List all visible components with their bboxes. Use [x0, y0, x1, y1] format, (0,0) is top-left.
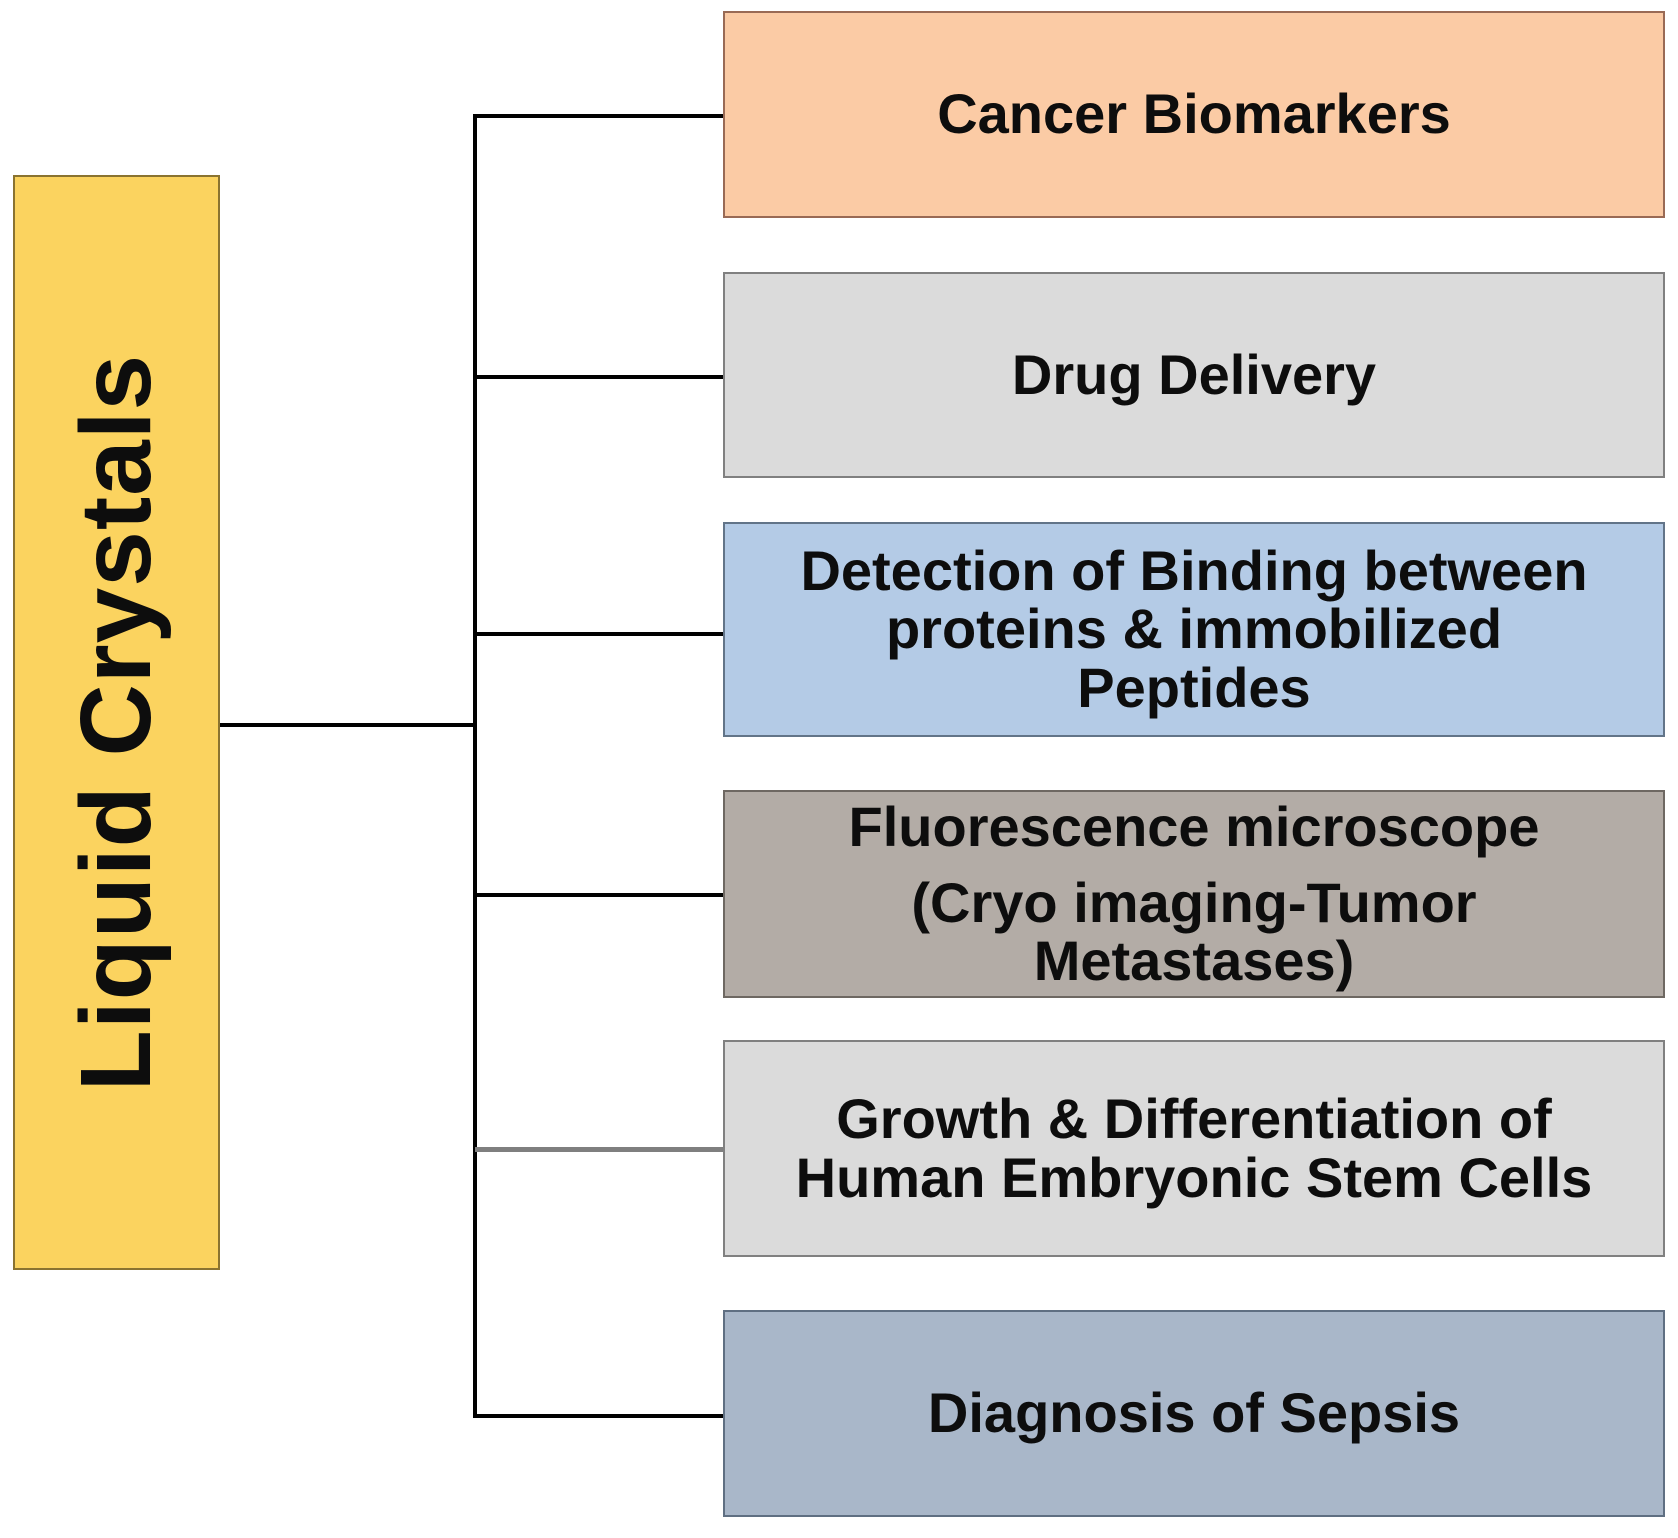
node-fluorescence-microscope-label-line3: Metastases): [1033, 929, 1355, 993]
node-cancer-biomarkers: Cancer Biomarkers: [723, 11, 1665, 218]
node-diagnosis-of-sepsis: Diagnosis of Sepsis: [723, 1310, 1665, 1517]
node-fluorescence-microscope-label-line2: (Cryo imaging-Tumor: [911, 870, 1477, 934]
node-detection-of-binding: Detection of Binding between proteins & …: [723, 522, 1665, 737]
node-fluorescence-microscope-label-line1: Fluorescence microscope: [848, 794, 1540, 858]
connector-cancer-biomarkers: [475, 114, 725, 118]
node-drug-delivery-label: Drug Delivery: [1011, 342, 1377, 406]
connector-fluorescence-microscope: [475, 893, 725, 897]
node-growth-differentiation-label-line2: Human Embryonic Stem Cells: [795, 1145, 1593, 1209]
node-cancer-biomarkers-label: Cancer Biomarkers: [937, 82, 1451, 146]
connector-root-stem: [220, 723, 475, 727]
node-growth-differentiation-label-line1: Growth & Differentiation of: [836, 1087, 1552, 1151]
connector-growth-differentiation: [475, 1147, 725, 1152]
node-diagnosis-of-sepsis-label: Diagnosis of Sepsis: [927, 1381, 1461, 1445]
node-drug-delivery: Drug Delivery: [723, 272, 1665, 478]
node-liquid-crystals-label: Liquid Crystals: [60, 353, 172, 1092]
connector-drug-delivery: [475, 375, 725, 379]
node-fluorescence-microscope: Fluorescence microscope (Cryo imaging-Tu…: [723, 790, 1665, 998]
connector-diagnosis-of-sepsis: [475, 1414, 725, 1418]
connector-detection-of-binding: [475, 632, 725, 636]
node-detection-of-binding-label-line3: Peptides: [1077, 655, 1311, 719]
node-growth-differentiation: Growth & Differentiation of Human Embryo…: [723, 1040, 1665, 1257]
node-detection-of-binding-label-line1: Detection of Binding between: [800, 539, 1588, 603]
node-liquid-crystals: Liquid Crystals: [13, 175, 220, 1270]
node-detection-of-binding-label-line2: proteins & immobilized: [885, 597, 1503, 661]
connector-trunk: [473, 114, 477, 1418]
